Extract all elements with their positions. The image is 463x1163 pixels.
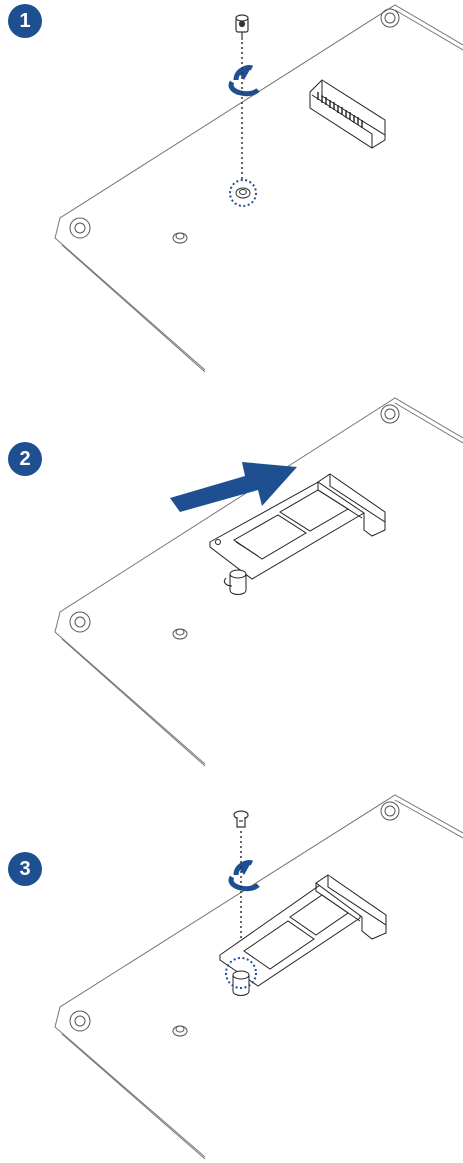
step-1-badge: 1 [8,4,42,38]
step-1-panel: 1 [0,0,463,380]
step-2-badge: 2 [8,442,42,476]
standoff-icon [233,971,249,996]
step-2-illustration [0,390,463,770]
board-outline [55,398,463,766]
step-1-illustration [0,0,463,380]
screw-icon [234,811,248,827]
standoff-icon [224,570,246,595]
board-outline [55,5,463,372]
m2-slot-icon [310,80,385,148]
step-2-panel: 2 [0,390,463,770]
step-3-panel: 3 [0,785,463,1163]
standoff-hole-icon [230,180,256,206]
step-3-badge: 3 [8,852,42,886]
rotate-arrow-icon [231,66,258,94]
screw-icon [236,15,248,40]
step-3-illustration [0,785,463,1163]
